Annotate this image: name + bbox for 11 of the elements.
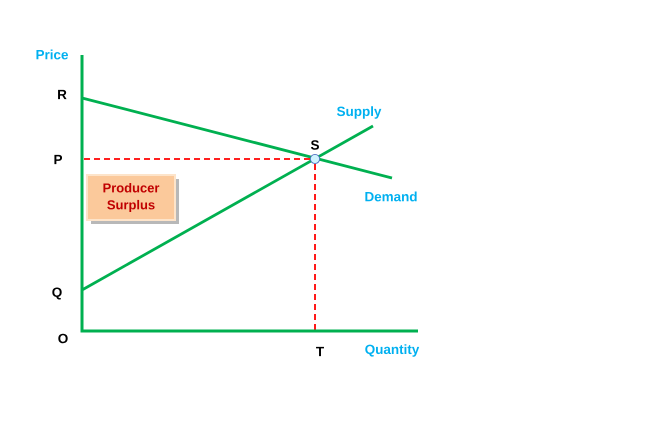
curve-label: Demand <box>365 192 417 202</box>
axis-label: Price <box>36 50 68 60</box>
axis-point-label: O <box>58 334 68 344</box>
point-label: S <box>310 140 319 150</box>
text-box: Producer Surplus <box>86 174 179 224</box>
curve-label: Supply <box>336 106 382 119</box>
axis-label: Quantity <box>365 344 420 357</box>
axis-point-label: P <box>54 154 62 164</box>
axis-point-label: Q <box>52 287 62 300</box>
axis-point-label: T <box>316 346 324 356</box>
axis-point-label: R <box>58 90 67 100</box>
